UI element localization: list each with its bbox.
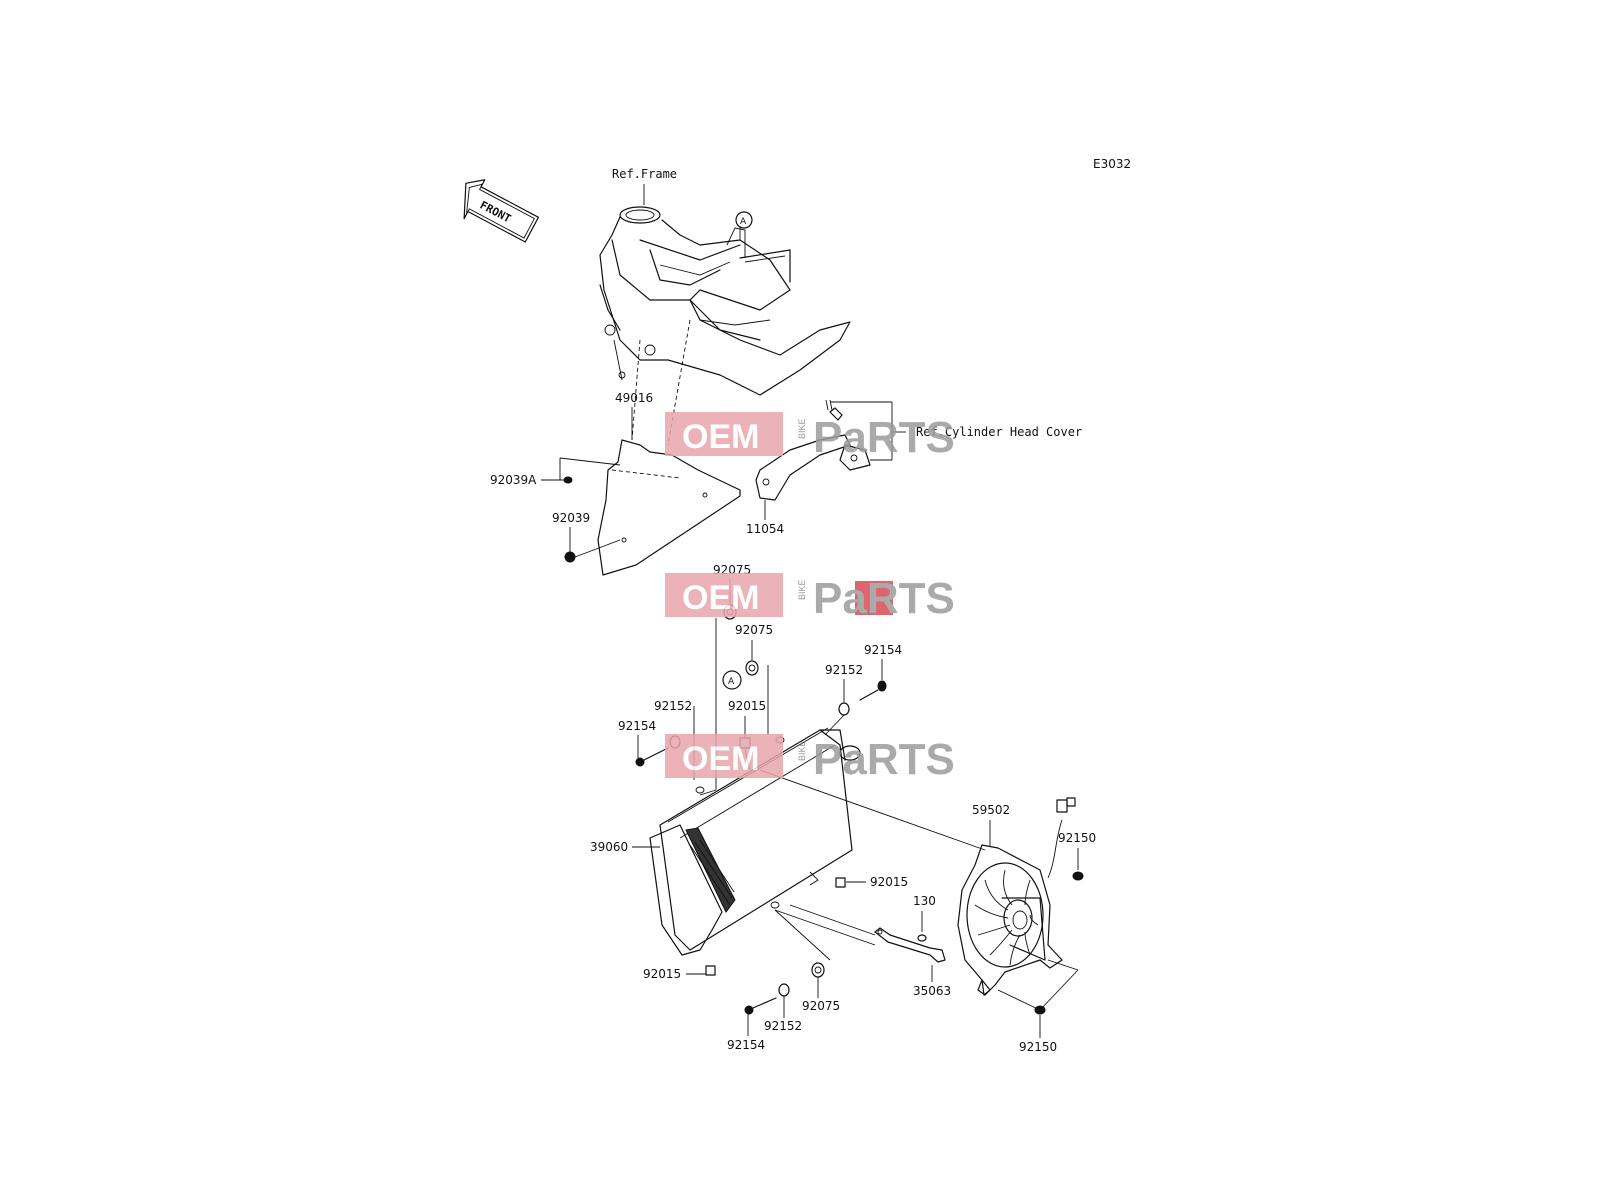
part-bolt-bottom: 92075 92152 92154 xyxy=(727,909,840,1052)
part-92150-bottom-label: 92150 xyxy=(1019,1040,1057,1054)
svg-text:OEM: OEM xyxy=(682,579,759,617)
part-92150-top-label: 92150 xyxy=(1058,831,1096,845)
part-92152-bottom-label: 92152 xyxy=(764,1019,802,1033)
part-49016-panel: 49016 92039A 92039 xyxy=(490,391,741,576)
part-92154-bottom-label: 92154 xyxy=(727,1038,765,1052)
svg-text:BIKE: BIKE xyxy=(797,579,807,600)
part-92152-left-label: 92152 xyxy=(654,699,692,713)
part-92152-rt-label: 92152 xyxy=(825,663,863,677)
part-59502-fan: 59502 xyxy=(759,769,1079,1011)
part-92150-nuts: 92150 92150 xyxy=(1019,831,1096,1054)
part-92015-right-label: 92015 xyxy=(870,875,908,889)
svg-text:BIKE: BIKE xyxy=(797,740,807,761)
ref-cylinder-head-cover-label: Ref.Cylinder Head Cover xyxy=(916,425,1082,439)
part-92075-bottom-label: 92075 xyxy=(802,999,840,1013)
part-92154-left-label: 92154 xyxy=(618,719,656,733)
svg-text:PaRTS: PaRTS xyxy=(813,413,955,462)
svg-text:BIKE: BIKE xyxy=(797,418,807,439)
front-label: FRONT xyxy=(478,198,514,225)
part-35063-bracket: 130 35063 xyxy=(774,894,951,998)
svg-text:OEM: OEM xyxy=(682,418,759,456)
circle-ref-a-top: A xyxy=(740,217,747,227)
part-bolt-left: 92152 92154 xyxy=(618,699,695,780)
part-92075-mid: 92075 A xyxy=(722,623,773,735)
part-92154-rt-label: 92154 xyxy=(864,643,902,657)
part-49016-label: 49016 xyxy=(615,391,653,405)
part-59502-label: 59502 xyxy=(972,803,1010,817)
svg-text:PaRTS: PaRTS xyxy=(813,574,955,623)
part-92075-mid-label: 92075 xyxy=(735,623,773,637)
part-35063-label: 35063 xyxy=(913,984,951,998)
frame-illustration: Ref.Frame A xyxy=(599,167,851,446)
svg-text:OEM: OEM xyxy=(682,740,759,778)
part-92015-right: 92015 xyxy=(835,875,908,889)
watermark-logo-3: OEM BIKE PaRTS xyxy=(665,734,955,784)
diagram-id: E3032 xyxy=(1093,157,1131,171)
circle-ref-a-bottom: A xyxy=(728,677,735,687)
part-92039a-label: 92039A xyxy=(490,473,537,487)
watermark-logo-1: OEM BIKE PaRTS xyxy=(665,412,955,462)
part-92015-bottom-label: 92015 xyxy=(643,967,681,981)
front-arrow-icon: FRONT xyxy=(463,179,540,243)
part-130-label: 130 xyxy=(913,894,936,908)
part-bolt-right-top: 92154 92152 xyxy=(824,643,902,736)
part-92015-bottom: 92015 xyxy=(643,965,716,981)
watermark-logo-2: OEM BIKE PaRTS xyxy=(665,573,955,623)
part-39060-label: 39060 xyxy=(590,840,628,854)
svg-text:PaRTS: PaRTS xyxy=(813,735,955,784)
ref-frame-label: Ref.Frame xyxy=(612,167,677,181)
part-11054-bracket: Ref.Cylinder Head Cover 11054 xyxy=(746,399,1082,536)
part-39060-radiator: 39060 xyxy=(590,727,861,956)
part-92015-top-label: 92015 xyxy=(728,699,766,713)
part-92039-label: 92039 xyxy=(552,511,590,525)
part-11054-label: 11054 xyxy=(746,522,784,536)
